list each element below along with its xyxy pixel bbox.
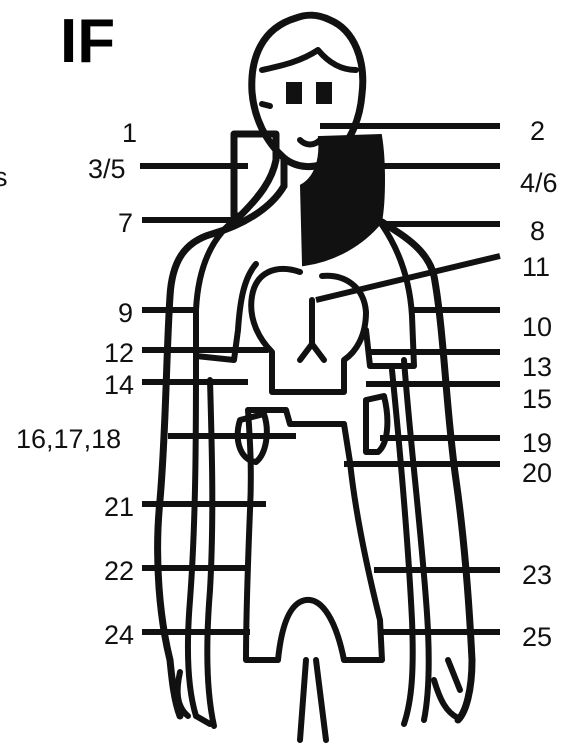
label-23: 23 — [522, 560, 552, 590]
label-21: 21 — [104, 492, 134, 522]
hair-line — [262, 50, 356, 70]
label-10: 10 — [522, 312, 552, 342]
label-20: 20 — [522, 458, 552, 488]
label-25: 25 — [522, 622, 552, 652]
left-eye — [288, 84, 300, 102]
label-8: 8 — [530, 216, 545, 246]
face-line — [262, 104, 270, 106]
left-arm-inner-2 — [188, 356, 196, 716]
right-labels: 2 4/6 8 11 10 13 15 19 20 23 25 — [520, 116, 558, 652]
label-7: 7 — [118, 208, 133, 238]
label-12: 12 — [104, 338, 134, 368]
label-4-6: 4/6 — [520, 168, 558, 198]
right-shoulder-lobe — [366, 222, 414, 366]
trachea-branch — [300, 300, 324, 360]
label-13: 13 — [522, 352, 552, 382]
label-1: 1 — [122, 118, 137, 148]
label-3-5: 3/5 — [88, 154, 126, 184]
right-hand — [434, 660, 460, 718]
left-labels: 1 3/5 7 9 12 14 16,17,18 21 22 24 — [16, 118, 137, 650]
label-9: 9 — [118, 298, 133, 328]
label-24: 24 — [104, 620, 134, 650]
label-11: 11 — [522, 252, 550, 282]
cropped-left-label-fragment: s — [0, 162, 8, 192]
right-kidney — [366, 396, 387, 452]
label-22: 22 — [104, 556, 134, 586]
left-lung — [251, 269, 366, 392]
diagram-title: IF — [60, 7, 115, 76]
nose-mouth — [300, 140, 320, 145]
left-arm-inner — [207, 380, 214, 726]
label-15: 15 — [522, 384, 552, 414]
dark-neck-region — [302, 136, 383, 264]
right-eye — [318, 84, 330, 102]
label-2: 2 — [530, 116, 545, 146]
label-19: 19 — [522, 428, 552, 458]
legs-split — [300, 660, 326, 740]
label-16-17-18: 16,17,18 — [16, 424, 121, 454]
label-14: 14 — [104, 370, 134, 400]
